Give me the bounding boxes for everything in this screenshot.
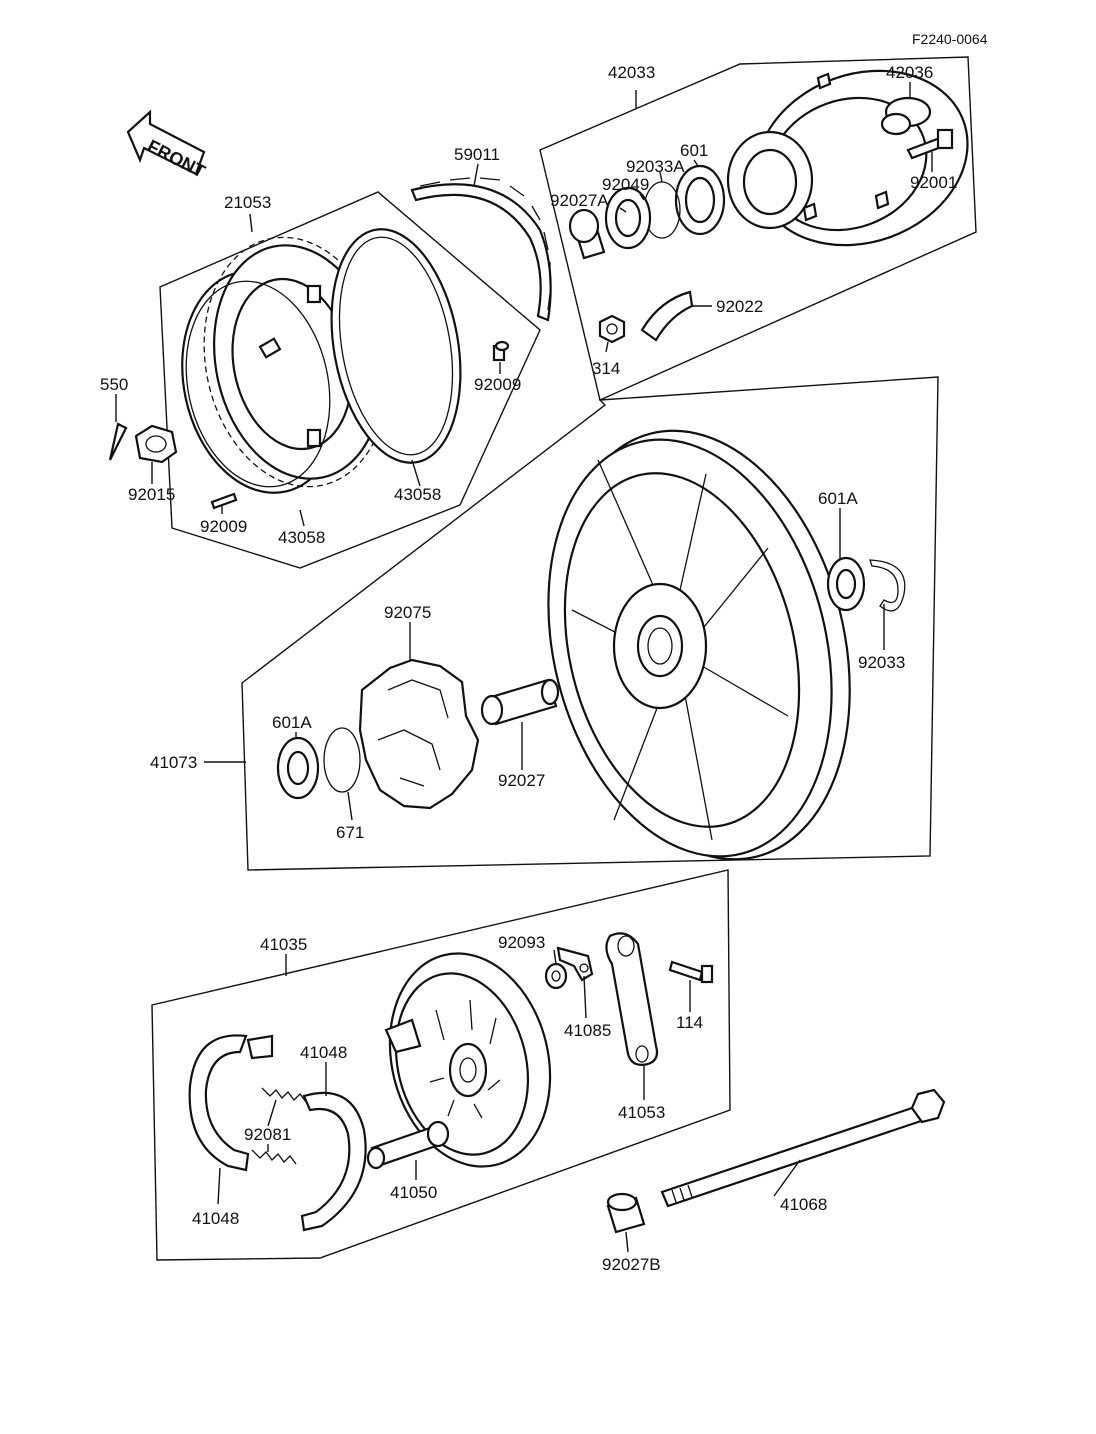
leader-41068 (773, 1159, 801, 1197)
label-41085: 41085 (564, 1021, 611, 1040)
brake-group-outline (151, 869, 731, 1261)
hub-bolt-92001 (906, 128, 954, 160)
label-114: 114 (676, 1013, 703, 1032)
leader-92033A (659, 171, 663, 183)
damper-ring-43058-right (330, 228, 462, 464)
hub-group-outline (539, 56, 977, 401)
label-92075: 92075 (384, 603, 431, 622)
label-41073: 41073 (150, 753, 197, 772)
leader-314 (605, 341, 609, 353)
front-arrow-icon: FRONT (126, 109, 209, 182)
washer-92093 (544, 962, 568, 990)
drive-belt-59011 (410, 177, 552, 322)
label-92033: 92033 (858, 653, 905, 672)
label-92001: 92001 (910, 173, 957, 192)
brake-cam-41050 (366, 1120, 450, 1170)
return-spring-92081 (251, 1087, 307, 1165)
leader-43058-right (411, 459, 421, 487)
sprocket-group-outline (159, 191, 541, 569)
label-601A-left: 601A (272, 713, 312, 732)
rear-hub-flange (726, 69, 969, 247)
diagram-code: F2240-0064 (912, 31, 988, 47)
cotter-pin-550 (108, 422, 128, 461)
leader-43058-left (299, 509, 305, 527)
label-59011: 59011 (454, 145, 500, 164)
label-43058-right: 43058 (394, 485, 441, 504)
label-601A-right: 601A (818, 489, 858, 508)
label-41053: 41053 (618, 1103, 665, 1122)
leader-59011 (473, 163, 479, 187)
label-92027A: 92027A (550, 191, 609, 210)
label-42036: 42036 (886, 63, 933, 82)
plate-92022 (640, 290, 694, 342)
label-43058-left: 43058 (278, 528, 325, 547)
label-92093: 92093 (498, 933, 545, 952)
brake-lever-41053 (605, 932, 659, 1066)
label-92009-top: 92009 (474, 375, 521, 394)
leader-92093 (553, 949, 557, 965)
collar-92027 (480, 678, 560, 726)
label-92009-bottom: 92009 (200, 517, 247, 536)
leader-92049 (639, 193, 645, 201)
spacer-92027A (568, 208, 606, 260)
label-601: 601 (680, 141, 708, 160)
label-41048-top: 41048 (300, 1043, 347, 1062)
leader-41048-bottom (217, 1167, 221, 1205)
leader-601 (693, 159, 699, 167)
label-92049: 92049 (602, 175, 649, 194)
label-92015: 92015 (128, 485, 175, 504)
bolt-92009-bottom (210, 492, 238, 510)
brake-shoe-41048-bottom (188, 1034, 274, 1172)
wheel-group-outline (241, 376, 939, 871)
o-ring-671 (323, 727, 361, 793)
label-92022: 92022 (716, 297, 763, 316)
coupling-damper-92075 (358, 658, 480, 810)
bearing-601 (674, 164, 726, 236)
label-314: 314 (592, 359, 620, 378)
axle-41068 (660, 1088, 946, 1208)
label-41050: 41050 (390, 1183, 437, 1202)
leader-671 (347, 791, 353, 821)
label-92027B: 92027B (602, 1255, 661, 1274)
brake-panel-41035 (384, 952, 552, 1168)
label-92027: 92027 (498, 771, 545, 790)
brake-shoe-41048-top (300, 1091, 367, 1232)
label-671: 671 (336, 823, 364, 842)
spacer-92027B (606, 1192, 646, 1234)
leader-21053 (249, 213, 253, 233)
leader-92027A (619, 207, 627, 213)
label-41035: 41035 (260, 935, 307, 954)
bearing-601A-right (826, 556, 866, 612)
label-92033A: 92033A (626, 157, 685, 176)
leader-41085 (583, 975, 587, 1019)
label-42033: 42033 (608, 63, 655, 82)
indicator-41085 (556, 946, 594, 982)
hub-collar-42036 (880, 96, 932, 136)
damper-ring-43058-left (185, 280, 331, 488)
label-41068: 41068 (780, 1195, 827, 1214)
cast-wheel-41073 (547, 429, 851, 861)
label-550: 550 (100, 375, 128, 394)
leader-92027B (625, 1231, 629, 1253)
label-41048-bottom: 41048 (192, 1209, 239, 1228)
nut-314 (598, 314, 626, 344)
bolt-114 (668, 960, 714, 984)
circlip-92033 (869, 559, 906, 612)
bearing-601A-left (276, 736, 320, 800)
castle-nut-92015 (134, 424, 178, 464)
leader-92081 (267, 1099, 277, 1152)
bolt-92009-top (492, 340, 510, 362)
label-92081: 92081 (244, 1125, 291, 1144)
oil-seal-92049 (604, 186, 652, 250)
label-21053: 21053 (224, 193, 271, 212)
